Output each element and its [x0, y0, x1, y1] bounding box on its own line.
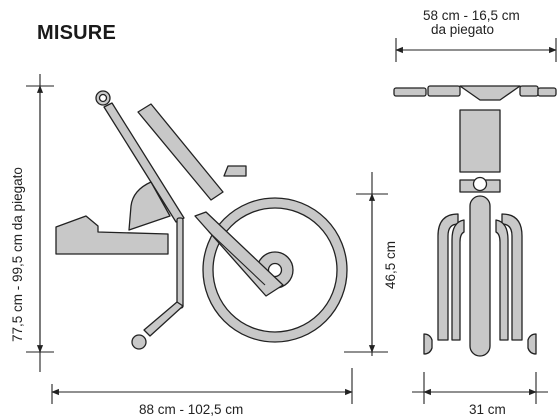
seat-back	[128, 181, 171, 231]
depth-label: 31 cm	[469, 402, 506, 417]
post	[176, 217, 184, 309]
front-view	[393, 85, 557, 357]
pad	[223, 165, 247, 177]
diagram-title: MISURE	[37, 22, 116, 44]
seat	[55, 215, 169, 255]
height-label: 77,5 cm - 99,5 cm da piegato	[10, 167, 25, 342]
handlebar-right	[537, 87, 557, 97]
caster-left	[423, 333, 433, 355]
upper-frame	[137, 103, 224, 201]
caster	[131, 334, 147, 350]
side-view	[55, 90, 348, 350]
footrest	[143, 301, 184, 337]
fork	[194, 211, 284, 297]
dimension-lines	[26, 38, 557, 404]
front-column	[459, 109, 501, 173]
caster-right	[527, 333, 537, 355]
width-folded-label: da piegato	[431, 22, 495, 37]
handlebar-left	[393, 87, 427, 97]
front-tire	[469, 195, 491, 357]
width-label: 58 cm - 16,5 cm	[423, 8, 520, 23]
length-label: 88 cm - 102,5 cm	[139, 402, 244, 417]
wheel-height-label: 46,5 cm	[383, 240, 398, 289]
handlebar-center	[459, 85, 521, 101]
